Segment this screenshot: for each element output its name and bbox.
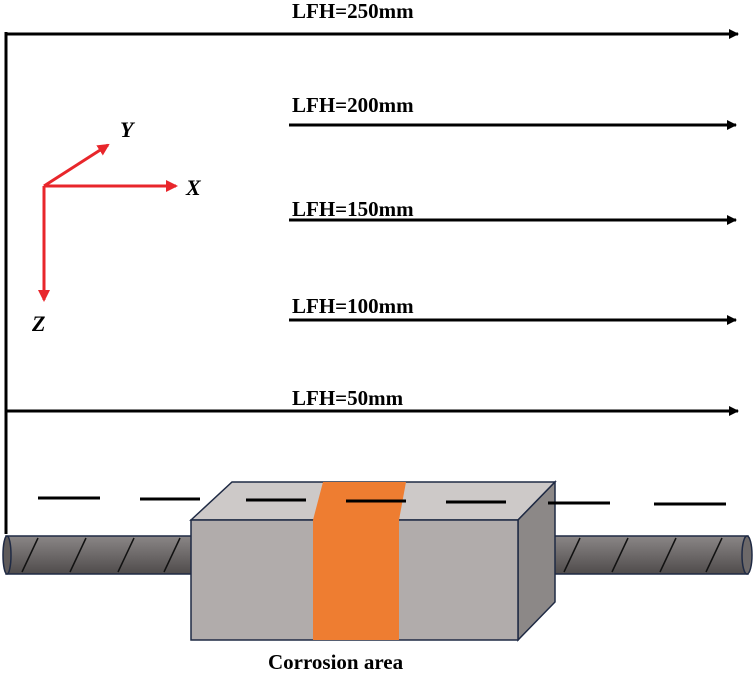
lfh-label: LFH=100mm xyxy=(292,294,414,318)
lfh-label: LFH=150mm xyxy=(292,197,414,221)
y-axis-label: Y xyxy=(120,117,136,142)
x-axis-label: X xyxy=(185,175,202,200)
lfh-line-200: LFH=200mm xyxy=(289,93,737,130)
rebar-left xyxy=(2,535,195,575)
lfh-line-250: LFH=250mm xyxy=(6,0,739,39)
y-axis-arrow xyxy=(43,143,110,188)
corrosion-area-caption: Corrosion area xyxy=(268,650,404,674)
dashed-centerline xyxy=(38,496,726,506)
corrosion-band xyxy=(313,520,399,640)
lfh-label: LFH=200mm xyxy=(292,93,414,117)
lfh-line-100: LFH=100mm xyxy=(289,294,737,325)
z-axis-label: Z xyxy=(31,311,45,336)
lfh-line-150: LFH=150mm xyxy=(289,197,737,225)
lfh-label: LFH=50mm xyxy=(292,386,404,410)
lfh-label: LFH=250mm xyxy=(292,0,414,23)
lfh-line-50: LFH=50mm xyxy=(6,386,739,416)
concrete-specimen xyxy=(189,480,557,642)
coordinate-axes: X Y Z xyxy=(31,117,202,336)
rebar-right xyxy=(535,535,753,575)
